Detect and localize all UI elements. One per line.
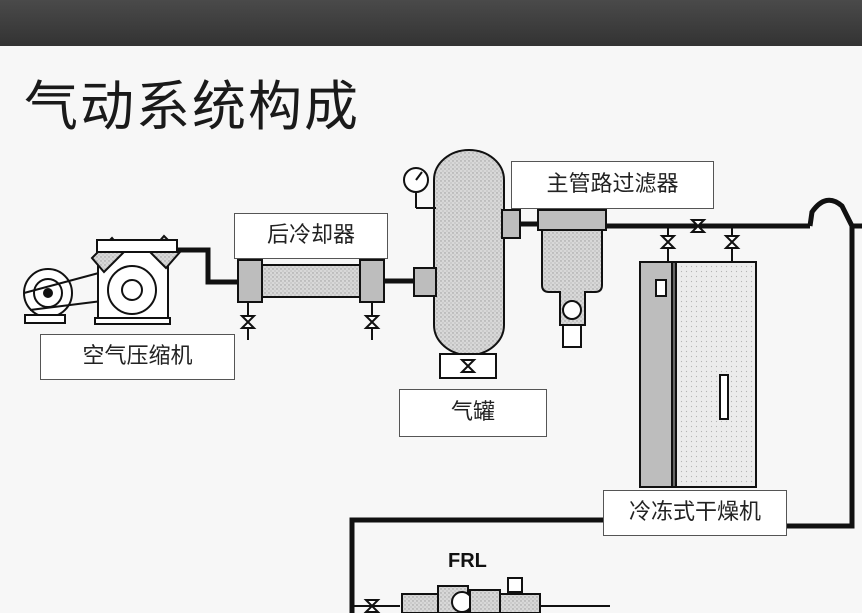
header-bar <box>0 0 862 46</box>
air-tank <box>403 149 521 379</box>
pipe-return-line <box>758 226 855 529</box>
label-compressor: 空气压缩机 <box>40 334 235 380</box>
main-filter-unit <box>537 209 607 348</box>
frl-unit <box>352 577 610 613</box>
label-tank: 气罐 <box>399 389 547 437</box>
page-title: 气动系统构成 <box>24 75 360 138</box>
dryer-connections <box>659 226 741 262</box>
label-main-filter: 主管路过滤器 <box>511 161 714 209</box>
label-dryer: 冷冻式干燥机 <box>603 490 787 536</box>
compressor-unit <box>23 234 182 325</box>
refrigerated-dryer-unit <box>639 261 757 488</box>
label-frl: FRL <box>448 550 487 572</box>
main-valve-icon <box>689 219 707 233</box>
label-aftercooler: 后冷却器 <box>234 213 388 259</box>
pipe-compressor-aftercooler <box>176 247 240 285</box>
pipe-to-frl <box>349 517 606 613</box>
aftercooler-unit <box>237 259 385 340</box>
pipe-loop <box>807 197 862 229</box>
